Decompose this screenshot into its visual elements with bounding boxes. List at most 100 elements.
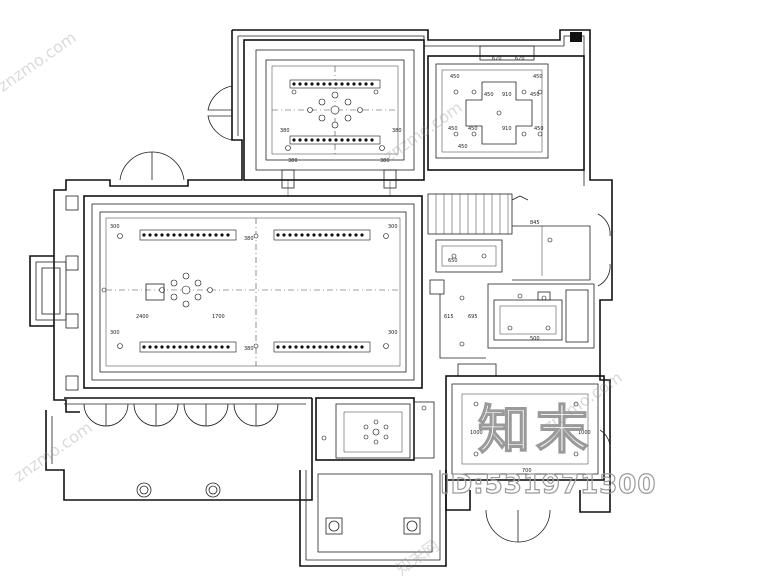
strip-light: [166, 345, 170, 349]
dim-tl-1: 380: [288, 158, 298, 164]
dim-tr-10: 450: [534, 126, 544, 132]
chandelier-main: [159, 272, 213, 308]
staircase: [427, 193, 529, 235]
strip-light: [328, 82, 332, 86]
strip-light: [214, 233, 218, 237]
strip-light: [166, 233, 170, 237]
strip-light: [342, 233, 346, 237]
dim-lr-3: 700: [522, 468, 532, 474]
strip-light: [310, 82, 314, 86]
door-swing: [133, 403, 157, 427]
strip-light: [226, 233, 230, 237]
strip-light: [348, 345, 352, 349]
strip-light: [292, 82, 296, 86]
strip-light: [282, 233, 286, 237]
strip-light: [336, 233, 340, 237]
strip-light: [316, 138, 320, 142]
dim-main-3: 300: [110, 224, 120, 230]
dim-main-6: 380: [244, 346, 254, 352]
room-lower-right: 1000 1000 700: [445, 375, 605, 481]
exterior-walls: [29, 29, 613, 567]
dim-rm-5: 500: [530, 336, 540, 342]
dim-tr-6: 450: [530, 92, 540, 98]
strip-light: [354, 345, 358, 349]
watermark-brand: 知末: [477, 400, 595, 461]
strip-light: [196, 345, 200, 349]
strip-light: [142, 233, 146, 237]
dim-lr-2: 1000: [578, 430, 591, 436]
strip-light: [148, 233, 152, 237]
strip-light: [276, 345, 280, 349]
strip-light: [294, 233, 298, 237]
strip-light: [370, 138, 374, 142]
strip-light: [312, 233, 316, 237]
dim-main-2: 1700: [212, 314, 225, 320]
dim-tr-8: 450: [448, 126, 458, 132]
strip-light: [202, 233, 206, 237]
strip-light: [348, 233, 352, 237]
room-main-hall: 2400 1700 300 300 380 380 300 300: [65, 195, 423, 391]
strip-light: [328, 138, 332, 142]
dim-tr-5: 450: [484, 92, 494, 98]
doors: [119, 85, 611, 543]
annex-lower-left: [64, 397, 312, 498]
strip-light: [316, 82, 320, 86]
strip-light: [208, 345, 212, 349]
strip-light: [346, 82, 350, 86]
dim-tr-11: 910: [502, 126, 512, 132]
strip-light: [360, 345, 364, 349]
door-swing: [183, 403, 207, 427]
strip-light: [324, 233, 328, 237]
door-swing: [233, 403, 257, 427]
watermark-id: ID:531971300: [439, 469, 657, 500]
strip-light: [208, 233, 212, 237]
door-swing: [83, 403, 107, 427]
dim-rm-1: 845: [530, 220, 540, 226]
strip-light: [310, 138, 314, 142]
strip-light: [334, 82, 338, 86]
strip-light: [298, 138, 302, 142]
strip-light: [184, 345, 188, 349]
dim-main-7: 300: [110, 330, 120, 336]
strip-light: [160, 345, 164, 349]
strip-light: [318, 345, 322, 349]
strip-light: [304, 82, 308, 86]
strip-light: [282, 345, 286, 349]
dim-tr-4: 450: [533, 74, 543, 80]
strip-light: [336, 345, 340, 349]
strip-light: [330, 233, 334, 237]
chandelier-upper: [307, 91, 363, 129]
strip-light: [360, 233, 364, 237]
strip-light: [178, 345, 182, 349]
strip-light: [300, 233, 304, 237]
dim-rm-3: 615: [444, 314, 454, 320]
strip-light: [358, 82, 362, 86]
strip-light: [364, 82, 368, 86]
room-right-middle: 845 650 615 695 500: [429, 220, 595, 377]
dim-main-1: 2400: [136, 314, 149, 320]
strip-light: [142, 345, 146, 349]
strip-light: [340, 138, 344, 142]
strip-light: [190, 345, 194, 349]
strip-light: [346, 138, 350, 142]
dim-rm-4: 695: [468, 314, 478, 320]
strip-light: [288, 345, 292, 349]
strip-light: [304, 138, 308, 142]
strip-light: [294, 345, 298, 349]
strip-light: [160, 233, 164, 237]
dim-tr-2: 670: [515, 56, 525, 62]
strip-light: [154, 233, 158, 237]
strip-light: [330, 345, 334, 349]
strip-light: [190, 233, 194, 237]
dim-main-4: 300: [388, 224, 398, 230]
strip-light: [306, 233, 310, 237]
dim-lr-1: 1000: [470, 430, 483, 436]
door-swing: [255, 403, 279, 427]
dim-tr-3: 450: [450, 74, 460, 80]
strip-light: [202, 345, 206, 349]
strip-light: [318, 233, 322, 237]
dim-tl-4: 380: [392, 128, 402, 134]
strip-light: [184, 233, 188, 237]
strip-light: [292, 138, 296, 142]
room-upper-right: 670 670 450 450 450 450 910 450 450 450 …: [427, 32, 585, 171]
